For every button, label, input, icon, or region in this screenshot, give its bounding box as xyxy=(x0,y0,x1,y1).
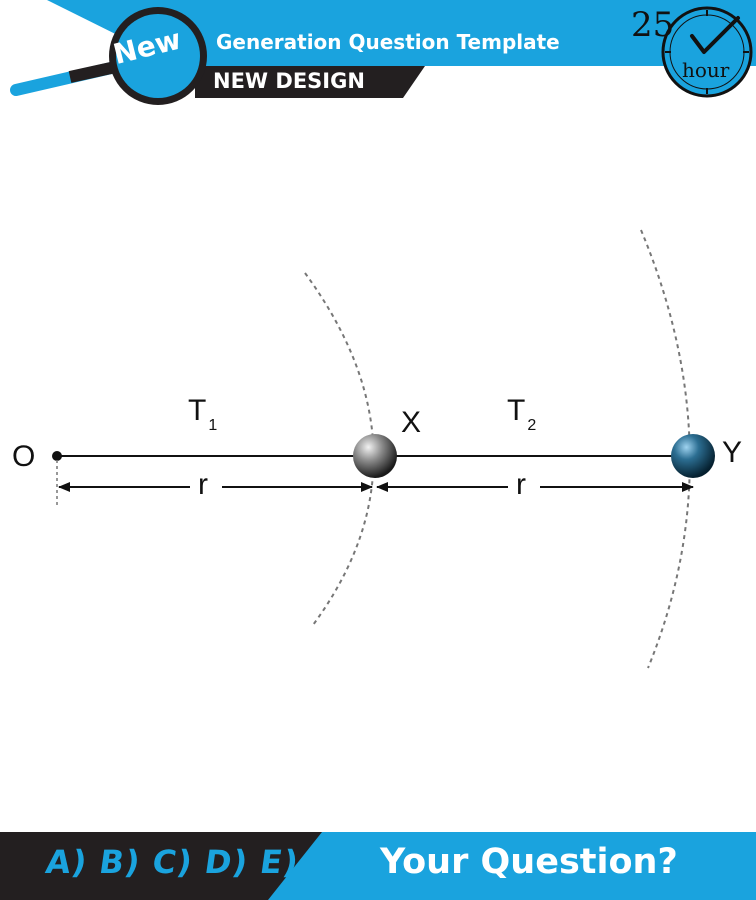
clock-number: 25 xyxy=(631,5,675,45)
ball-x xyxy=(353,434,397,478)
footer-blue-bar xyxy=(268,832,756,900)
tension-2-letter: T xyxy=(507,394,526,427)
tension-1-subscript: 1 xyxy=(208,417,218,434)
radius-label-1: r xyxy=(198,468,208,501)
header-banner xyxy=(47,0,756,66)
question-prompt: Your Question? xyxy=(380,842,678,882)
subtitle-banner xyxy=(195,66,425,98)
tension-1-letter: T xyxy=(188,394,207,427)
header-subtitle: NEW DESIGN xyxy=(213,69,365,93)
origin-label: O xyxy=(12,440,36,473)
orbit-arc-outer xyxy=(640,229,691,669)
ball-y xyxy=(671,434,715,478)
point-y-label: Y xyxy=(722,436,743,469)
origin-point xyxy=(52,451,62,461)
physics-diagram xyxy=(52,229,715,669)
point-x-label: X xyxy=(401,406,422,439)
clock-unit: hour xyxy=(682,58,730,82)
radius-label-2: r xyxy=(516,468,526,501)
header-title: Generation Question Template xyxy=(216,30,560,54)
footer-graphics xyxy=(0,832,756,900)
tension-2-subscript: 2 xyxy=(527,417,537,434)
answer-options: A) B) C) D) E) xyxy=(43,843,302,881)
magnifier-icon xyxy=(10,7,207,105)
clock-icon xyxy=(661,6,753,98)
header-graphics xyxy=(10,0,756,105)
